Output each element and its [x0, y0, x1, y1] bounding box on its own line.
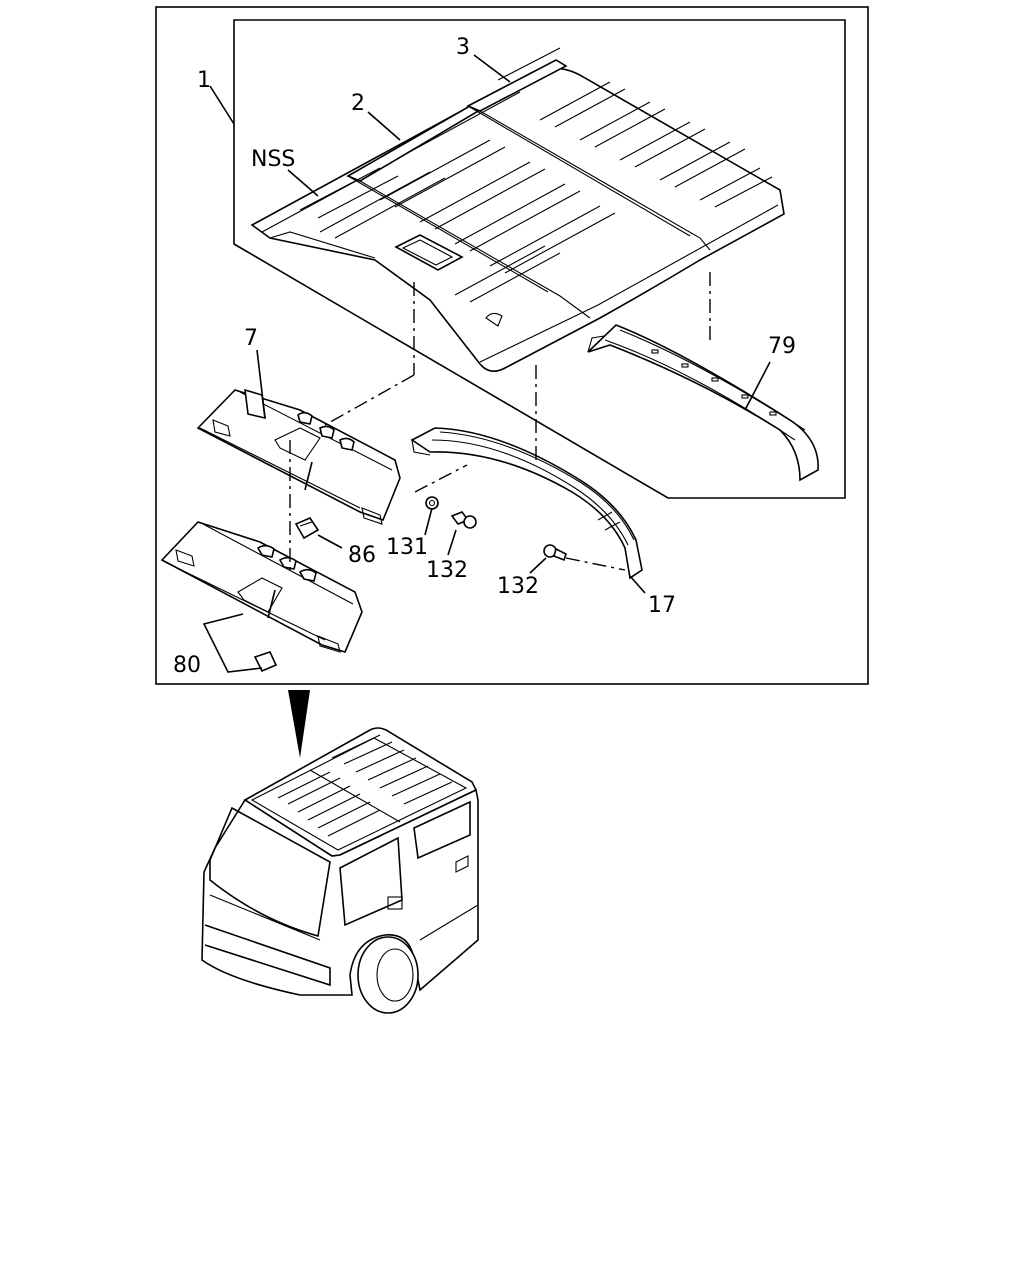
truck-cab-locator	[201, 727, 479, 1014]
nut-131	[425, 496, 439, 510]
side-rail-17	[410, 427, 643, 580]
callout-80: 80	[173, 653, 201, 678]
callout-nss: NSS	[251, 147, 295, 172]
callout-132-rail-bolt: 132	[497, 574, 539, 599]
callout-79: 79	[768, 334, 796, 359]
locator-pointer-icon	[288, 690, 310, 758]
roof-panel	[250, 47, 785, 372]
trim-panel-7	[196, 388, 401, 525]
alignment-lines	[289, 272, 711, 575]
callout-17: 17	[648, 593, 676, 618]
callout-86: 86	[348, 543, 376, 568]
callout-131: 131	[386, 535, 428, 560]
trim-panel-80	[160, 521, 363, 653]
callout-2: 2	[351, 91, 365, 116]
bolt-132a	[450, 511, 477, 529]
callout-3: 3	[456, 35, 470, 60]
assembly-1-boundary	[233, 19, 846, 499]
callout-132-bolt: 132	[426, 558, 468, 583]
outer-frame	[155, 6, 869, 685]
rear-rail-79	[587, 324, 819, 482]
bolt-132b	[543, 544, 567, 562]
clip-80	[253, 651, 278, 673]
leader-lines	[202, 54, 771, 673]
callout-1: 1	[197, 68, 211, 93]
callout-7: 7	[244, 326, 258, 351]
clip-86	[294, 517, 320, 540]
